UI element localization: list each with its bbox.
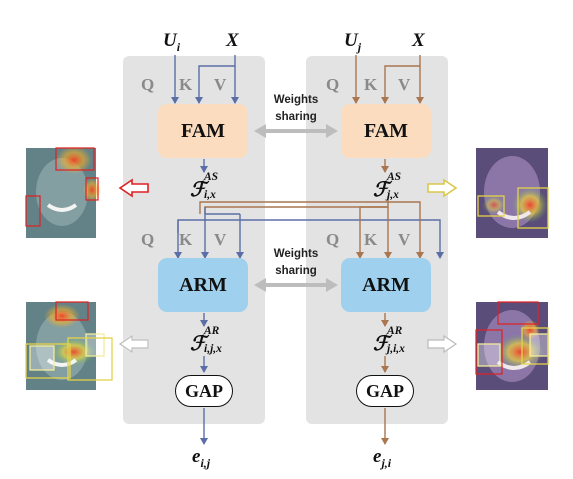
left-v-label-arm: V bbox=[214, 230, 227, 249]
face-thumbnail-top-right bbox=[476, 148, 549, 238]
right-v-label-arm: V bbox=[398, 230, 411, 249]
left-arm-module: ARM bbox=[158, 258, 248, 312]
weights-sharing-arrow-top bbox=[254, 124, 338, 138]
right-gap-module: GAP bbox=[356, 375, 414, 407]
right-k-label: K bbox=[364, 75, 378, 94]
left-input-arrows bbox=[171, 55, 239, 104]
left-input-u: Ui bbox=[163, 30, 181, 54]
left-q-label: Q bbox=[141, 75, 155, 94]
face-thumbnail-bottom-right bbox=[475, 301, 549, 390]
right-input-x: X bbox=[412, 30, 425, 51]
left-k-label-arm: K bbox=[179, 230, 193, 249]
right-q-label-arm: Q bbox=[326, 230, 340, 249]
right-as-arrow bbox=[427, 178, 458, 198]
right-fam-module: FAM bbox=[341, 104, 431, 158]
weights-sharing-arrow-bottom bbox=[254, 278, 338, 292]
right-v-label: V bbox=[398, 75, 411, 94]
cross-connections bbox=[174, 196, 444, 259]
right-ar-arrow bbox=[427, 334, 458, 354]
left-as-arrow bbox=[118, 178, 149, 198]
face-thumbnail-top-left bbox=[25, 146, 101, 238]
face-thumbnail-bottom-left bbox=[25, 301, 113, 390]
right-input-arrows bbox=[352, 55, 424, 104]
right-arm-module: ARM bbox=[341, 258, 431, 312]
left-fam-module: FAM bbox=[158, 104, 248, 158]
left-input-x: X bbox=[226, 30, 239, 51]
left-k-label: K bbox=[179, 75, 193, 94]
left-q-label-arm: Q bbox=[141, 230, 155, 249]
left-v-label: V bbox=[214, 75, 227, 94]
right-output: ej,i bbox=[373, 446, 392, 470]
right-q-label: Q bbox=[326, 75, 340, 94]
right-input-u: Uj bbox=[344, 30, 362, 54]
left-output: ei,j bbox=[192, 446, 211, 470]
right-k-label-arm: K bbox=[364, 230, 378, 249]
left-gap-module: GAP bbox=[175, 375, 233, 407]
